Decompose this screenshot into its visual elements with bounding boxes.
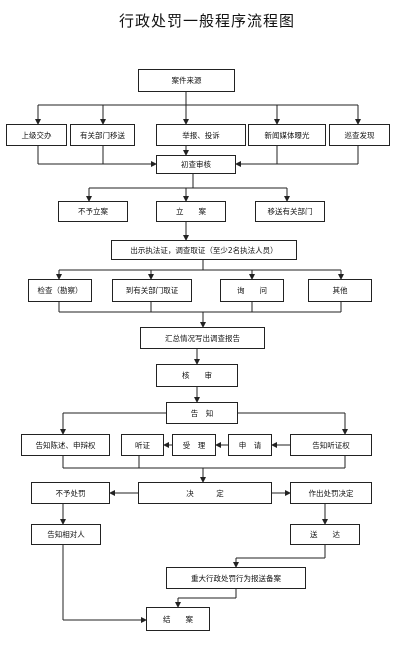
node-serve: 送 达: [290, 524, 360, 545]
node-notify-statement-rights: 告知陈述、申辩权: [21, 434, 110, 456]
node-accept: 受 理: [172, 434, 216, 456]
node-case-filed: 立 案: [156, 201, 226, 222]
node-interrogation: 询 问: [220, 279, 284, 302]
node-preliminary-review: 初查审核: [156, 155, 236, 174]
node-decision: 决 定: [138, 482, 272, 504]
node-review: 核 审: [156, 364, 238, 387]
node-inspection-survey: 检查（勘察）: [28, 279, 92, 302]
node-apply: 申 请: [228, 434, 272, 456]
node-investigation-report: 汇总情况写出调查报告: [140, 327, 265, 349]
node-notify-hearing-rights: 告知听证权: [290, 434, 372, 456]
node-department-transfer: 有关部门移送: [70, 124, 135, 146]
node-hearing: 听证: [121, 434, 164, 456]
node-notify-party: 告知相对人: [31, 524, 101, 545]
node-media-exposure: 新闻媒体曝光: [248, 124, 326, 146]
node-inspection-found: 巡查发现: [329, 124, 390, 146]
node-superior-assigned: 上级交办: [6, 124, 67, 146]
node-notify: 告 知: [166, 402, 238, 424]
node-no-case: 不予立案: [58, 201, 128, 222]
node-collect-evidence: 到有关部门取证: [112, 279, 192, 302]
node-no-penalty: 不予处罚: [31, 482, 110, 504]
node-transfer-department: 移送有关部门: [255, 201, 325, 222]
page-title: 行政处罚一般程序流程图: [118, 12, 295, 30]
node-case-closed: 结 案: [146, 607, 210, 631]
node-investigation: 出示执法证，调查取证（至少2名执法人员）: [111, 240, 297, 260]
node-penalty-decision: 作出处罚决定: [290, 482, 372, 504]
node-report-complaint: 举报、投诉: [156, 124, 246, 146]
node-case-source: 案件来源: [138, 69, 235, 92]
node-other: 其他: [308, 279, 372, 302]
node-major-penalty-record: 重大行政处罚行为报送备案: [166, 567, 306, 589]
